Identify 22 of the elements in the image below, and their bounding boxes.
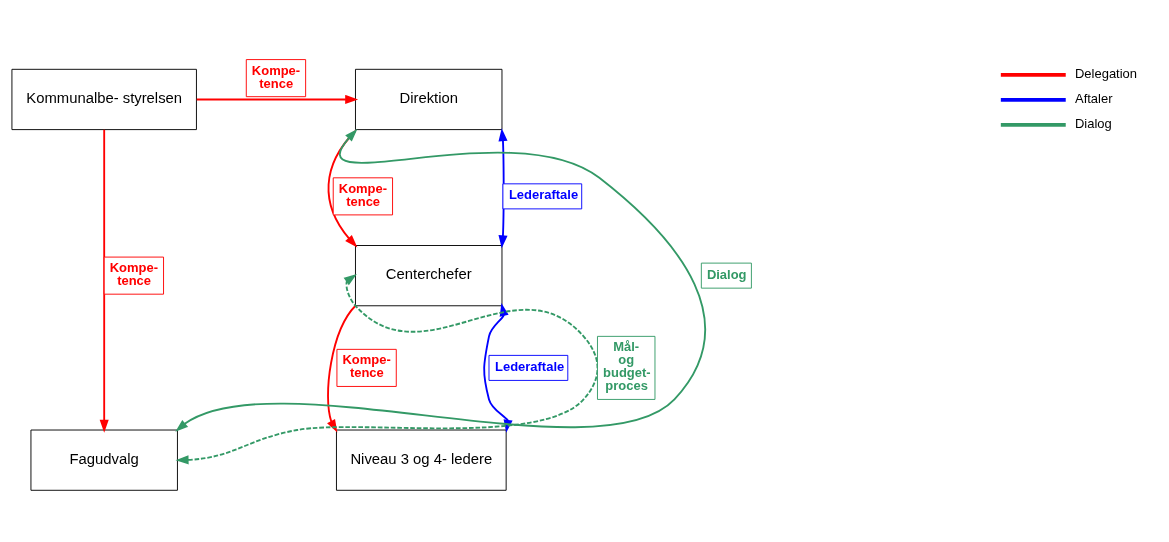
legend-label: Delegation — [1075, 66, 1138, 82]
edge-label: Lederaftale — [508, 187, 579, 203]
node-box: Direktion — [355, 68, 503, 131]
arrow — [327, 304, 357, 433]
arrow — [195, 94, 359, 104]
edge-label: Kompe- tence — [338, 180, 388, 209]
node-box: Kommunalbe- styrelsen — [11, 68, 197, 131]
edge-label: Dialog — [706, 266, 747, 282]
legend-label: Aftaler — [1075, 91, 1113, 107]
arrow — [99, 128, 109, 433]
edge-label: Lederaftale — [495, 358, 565, 374]
node-box: Niveau 3 og 4- ledere — [336, 429, 507, 491]
arrow — [327, 130, 358, 248]
node-box: Fagudvalg — [30, 429, 178, 491]
arrow — [175, 274, 599, 465]
edge-label: Mål- og budget- proces — [603, 339, 651, 394]
edge-label: Kompe- tence — [109, 260, 159, 289]
node-box: Centerchefer — [355, 245, 503, 307]
arrow — [498, 128, 508, 249]
edge-label: Kompe- tence — [342, 352, 391, 381]
edge-label: Kompe- tence — [251, 62, 301, 91]
legend-label: Dialog — [1075, 116, 1112, 132]
